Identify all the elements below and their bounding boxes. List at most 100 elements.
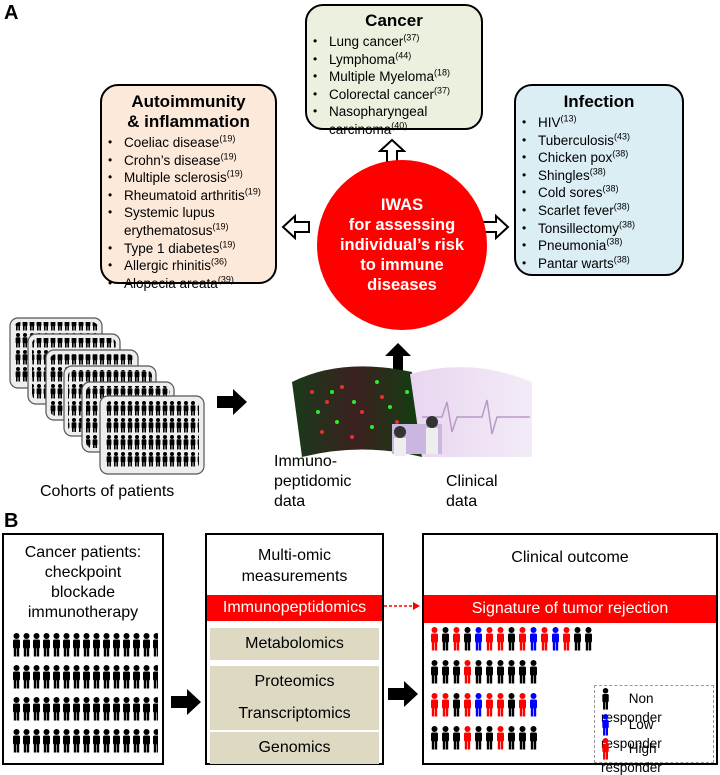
- infection-item: Chicken pox(38): [516, 149, 682, 167]
- autoimmunity-item: Type 1 diabetes(19): [102, 240, 275, 258]
- responder-figure: [541, 627, 548, 651]
- autoimmunity-box: Autoimmunity & inflammation Coeliac dise…: [100, 84, 277, 292]
- arrow-right-icon: [171, 689, 201, 715]
- infection-item: Scarlet fever(38): [516, 202, 682, 220]
- person-icon: [602, 714, 609, 736]
- autoimmunity-title-line2: & inflammation: [127, 112, 250, 131]
- infection-item: Tonsillectomy(38): [516, 220, 682, 238]
- responder-figure: [530, 693, 537, 717]
- responder-figure: [431, 726, 438, 750]
- legend-item-high-responder: High responder: [601, 738, 713, 775]
- autoimmunity-list: Coeliac disease(19) Crohn’s disease(19) …: [102, 134, 275, 292]
- hollow-arrow-left-icon: [281, 214, 310, 240]
- patients-crowd: [12, 633, 158, 761]
- responder-figure: [530, 627, 537, 651]
- responder-figure: [519, 627, 526, 651]
- responder-figure: [508, 726, 515, 750]
- immunopeptidomic-label: Immuno- peptidomic data: [274, 453, 352, 510]
- cancer-item: Nasopharyngeal carcinoma(40): [307, 103, 481, 138]
- omic-genomics: Genomics: [210, 732, 379, 764]
- infection-item: Shingles(38): [516, 167, 682, 185]
- cancer-item: Lung cancer(37): [307, 33, 481, 51]
- autoimmunity-item: Coeliac disease(19): [102, 134, 275, 152]
- cancer-box: Cancer Lung cancer(37) Lymphoma(44) Mult…: [305, 4, 483, 137]
- infection-item: Pneumonia(38): [516, 237, 682, 255]
- responder-figure: [497, 726, 504, 750]
- iwas-line: diseases: [367, 276, 437, 294]
- iwas-line: IWAS: [380, 196, 424, 214]
- cohorts-label: Cohorts of patients: [40, 483, 175, 500]
- responder-figure: [552, 627, 559, 651]
- responder-figure: [486, 627, 493, 651]
- panel-b-letter: B: [4, 510, 19, 532]
- person-icon: [602, 738, 609, 760]
- responder-figure: [431, 660, 438, 684]
- responder-figure: [442, 726, 449, 750]
- data-illustration: [292, 366, 532, 457]
- omic-immunopeptidomics: Immunopeptidomics: [207, 595, 382, 621]
- responder-figure: [519, 726, 526, 750]
- responder-figure: [475, 693, 482, 717]
- arrow-right-icon: [388, 681, 418, 707]
- multiomic-caption: Multi-omic measurements: [241, 547, 348, 585]
- responder-figure: [497, 627, 504, 651]
- cancer-title: Cancer: [365, 11, 423, 30]
- responder-figure: [508, 660, 515, 684]
- autoimmunity-title-line1: Autoimmunity: [131, 92, 246, 111]
- responder-figure: [519, 660, 526, 684]
- legend-item-low-responder: Low responder: [601, 714, 713, 751]
- patients-box: Cancer patients: checkpoint blockade imm…: [2, 533, 164, 765]
- patients-caption: Cancer patients: checkpoint blockade imm…: [24, 544, 142, 621]
- iwas-line: to immune: [360, 256, 444, 274]
- responder-figure: [464, 627, 471, 651]
- cancer-item: Multiple Myeloma(18): [307, 68, 481, 86]
- infection-item: Tuberculosis(43): [516, 132, 682, 150]
- responder-figure: [497, 693, 504, 717]
- person-icon: [602, 688, 609, 710]
- responder-figure: [497, 660, 504, 684]
- responder-figure: [563, 627, 570, 651]
- signature-bar: Signature of tumor rejection: [424, 595, 716, 623]
- responder-figure: [464, 693, 471, 717]
- autoimmunity-item: Systemic lupus erythematosus(19): [102, 204, 275, 239]
- multiomic-box: Multi-omic measurements Immunopeptidomic…: [205, 533, 384, 765]
- iwas-line: individual’s risk: [339, 236, 465, 254]
- responder-figure: [431, 693, 438, 717]
- clinical-outcome-box: Clinical outcome Signature of tumor reje…: [422, 533, 718, 775]
- autoimmunity-item: Alopecia areata(39): [102, 275, 275, 293]
- responder-figure: [442, 693, 449, 717]
- responder-figure: [508, 627, 515, 651]
- infection-box: Infection HIV(13) Tuberculosis(43) Chick…: [514, 84, 684, 276]
- omic-metabolomics: Metabolomics: [210, 628, 379, 660]
- dashed-connector-arrow: [384, 602, 420, 610]
- outcome-title: Clinical outcome: [511, 549, 629, 566]
- responder-figure: [464, 660, 471, 684]
- iwas-circle: IWAS for assessing individual’s risk to …: [317, 160, 487, 330]
- panel-a-letter: A: [4, 2, 19, 24]
- responder-figure: [530, 726, 537, 750]
- responder-figure: [453, 660, 460, 684]
- responder-figure: [453, 693, 460, 717]
- responder-figure: [486, 693, 493, 717]
- infection-item: Pantar warts(38): [516, 255, 682, 273]
- responder-figure: [475, 726, 482, 750]
- responder-figure: [574, 627, 581, 651]
- responder-figure: [475, 627, 482, 651]
- infection-item: HIV(13): [516, 114, 682, 132]
- responder-figure: [464, 726, 471, 750]
- infection-list: HIV(13) Tuberculosis(43) Chicken pox(38)…: [516, 114, 682, 272]
- arrow-up-icon: [385, 343, 411, 371]
- responder-figure: [442, 660, 449, 684]
- autoimmunity-item: Allergic rhinitis(36): [102, 257, 275, 275]
- responder-figure: [486, 726, 493, 750]
- infection-item: Cold sores(38): [516, 184, 682, 202]
- autoimmunity-item: Multiple sclerosis(19): [102, 169, 275, 187]
- responder-figure: [475, 660, 482, 684]
- omic-proteomics: Proteomics: [210, 666, 379, 698]
- patient-cohorts-stack: [9, 317, 205, 475]
- iwas-line: for assessing: [348, 216, 456, 234]
- clinical-label: Clinical data: [446, 473, 498, 510]
- responder-crowd: [431, 627, 592, 750]
- legend-box: Non responder Low responder High respond…: [594, 685, 714, 775]
- autoimmunity-item: Crohn’s disease(19): [102, 152, 275, 170]
